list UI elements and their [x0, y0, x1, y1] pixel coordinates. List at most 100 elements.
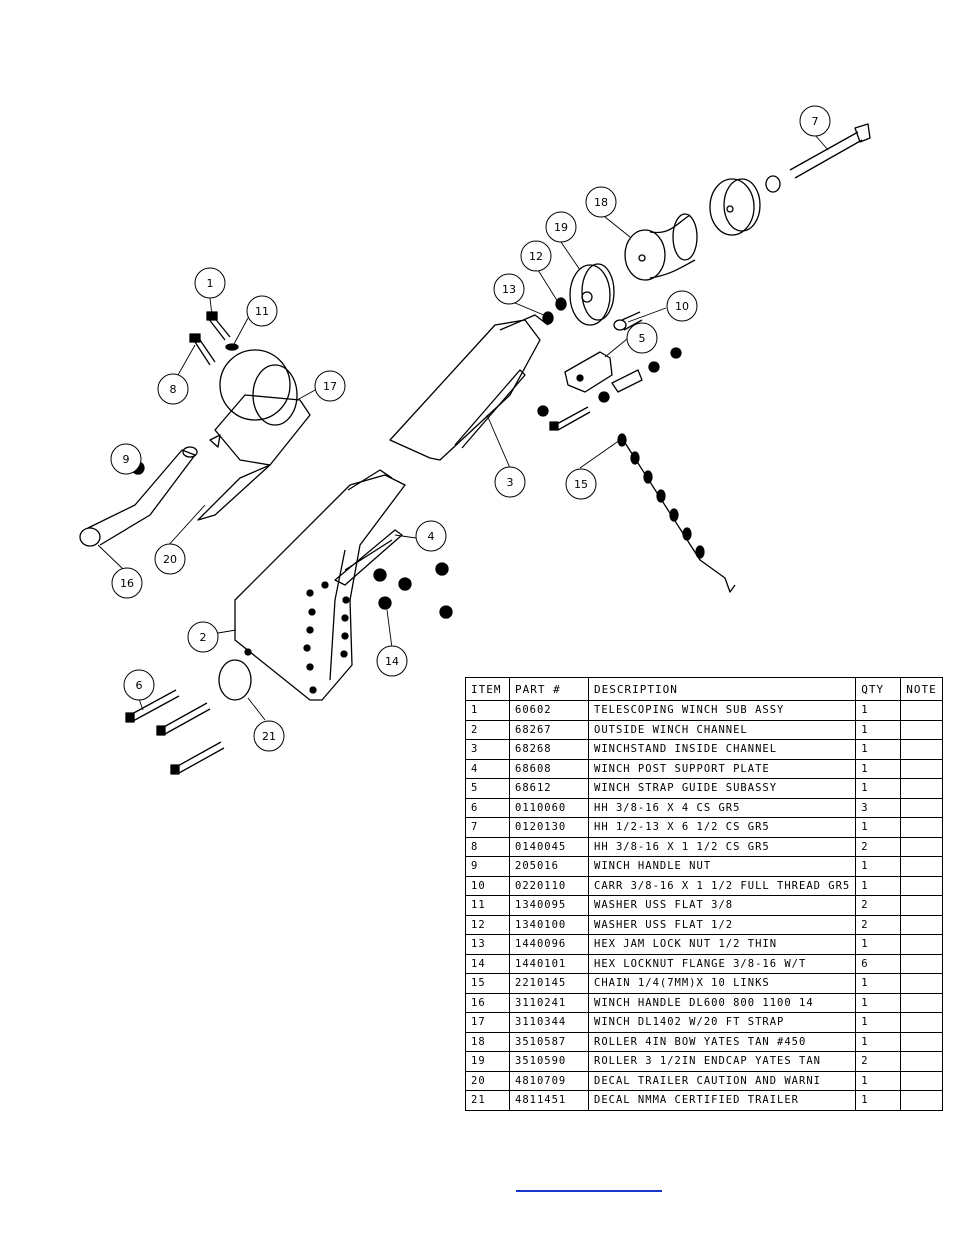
bom-cell-qty: 1 [855, 739, 902, 760]
bom-cell-description: WINCH POST SUPPORT PLATE [587, 758, 857, 779]
bom-cell-note [900, 817, 943, 838]
bom-cell-description: HH 3/8-16 X 1 1/2 CS GR5 [587, 836, 857, 857]
bom-cell-qty: 1 [855, 778, 902, 799]
callout-7: 7 [799, 105, 831, 137]
locknut-a-part [648, 361, 660, 373]
bom-cell-qty: 3 [855, 797, 902, 818]
bom-cell-qty: 1 [855, 1012, 902, 1033]
locknuts-item-14-part [373, 562, 453, 619]
bom-cell-item: 17 [465, 1012, 510, 1033]
bom-cell-item: 18 [465, 1031, 510, 1052]
callout-13: 13 [493, 273, 525, 305]
bom-cell-note [900, 1070, 943, 1091]
bom-cell-item: 11 [465, 895, 510, 916]
callout-9: 9 [110, 443, 142, 475]
bom-cell-note [900, 953, 943, 974]
roller-endcap-item-19-part [569, 263, 615, 326]
bom-cell-note [900, 797, 943, 818]
svg-text:14: 14 [385, 655, 399, 668]
callout-8: 8 [157, 373, 189, 405]
long-bolt-item-7-part [789, 123, 871, 179]
bom-cell-description: HEX JAM LOCK NUT 1/2 THIN [587, 934, 857, 955]
bom-cell-item: 6 [465, 797, 510, 818]
svg-text:16: 16 [120, 577, 134, 590]
bom-cell-part-number: 1440101 [509, 953, 589, 974]
bom-cell-item: 5 [465, 778, 510, 799]
bom-header-row: ITEM PART # DESCRIPTION QTY NOTE [465, 677, 943, 701]
bom-header-part-number: PART # [509, 677, 589, 701]
bom-cell-part-number: 68267 [509, 719, 589, 740]
bom-cell-description: HH 1/2-13 X 6 1/2 CS GR5 [587, 817, 857, 838]
bom-cell-description: CARR 3/8-16 X 1 1/2 FULL THREAD GR5 [587, 875, 857, 896]
bom-cell-part-number: 0220110 [509, 875, 589, 896]
bom-cell-description: HEX LOCKNUT FLANGE 3/8-16 W/T [587, 953, 857, 974]
svg-text:2: 2 [200, 631, 207, 644]
bom-cell-note [900, 914, 943, 935]
bom-cell-part-number: 0110060 [509, 797, 589, 818]
bom-cell-description: WINCH HANDLE DL600 800 1100 14 [587, 992, 857, 1013]
bom-header-item: ITEM [465, 677, 510, 701]
bom-cell-note [900, 992, 943, 1013]
bom-cell-part-number: 3110241 [509, 992, 589, 1013]
bom-cell-qty: 1 [855, 856, 902, 877]
bom-cell-item: 2 [465, 719, 510, 740]
callout-balloons: 1 2 3 4 5 6 7 8 9 10 11 12 13 14 15 16 1… [110, 105, 831, 752]
bom-cell-part-number: 1440096 [509, 934, 589, 955]
callout-11: 11 [246, 295, 278, 327]
carriage-bolt-item-10-part [613, 311, 643, 331]
callout-3: 3 [494, 466, 526, 498]
bom-cell-description: ROLLER 3 1/2IN ENDCAP YATES TAN [587, 1051, 857, 1072]
callout-20: 20 [154, 543, 186, 575]
bom-cell-description: HH 3/8-16 X 4 CS GR5 [587, 797, 857, 818]
bom-cell-qty: 1 [855, 758, 902, 779]
decal-nmma-item-21-part [218, 659, 252, 701]
bom-cell-part-number: 0120130 [509, 817, 589, 838]
svg-text:21: 21 [262, 730, 276, 743]
bom-cell-note [900, 1090, 943, 1111]
bom-cell-part-number: 3110344 [509, 1012, 589, 1033]
callout-4: 4 [415, 520, 447, 552]
callout-1: 1 [194, 267, 226, 299]
bom-cell-description: WASHER USS FLAT 3/8 [587, 895, 857, 916]
svg-text:13: 13 [502, 283, 516, 296]
bom-cell-qty: 2 [855, 836, 902, 857]
bom-cell-qty: 2 [855, 1051, 902, 1072]
bom-cell-note [900, 856, 943, 877]
bom-cell-item: 9 [465, 856, 510, 877]
bom-header-note: NOTE [900, 677, 943, 701]
footer-link-underline[interactable] [516, 1190, 662, 1192]
bom-cell-qty: 1 [855, 934, 902, 955]
svg-text:6: 6 [136, 679, 143, 692]
bom-cell-item: 19 [465, 1051, 510, 1072]
bom-cell-description: OUTSIDE WINCH CHANNEL [587, 719, 857, 740]
callout-19: 19 [545, 211, 577, 243]
bom-cell-note [900, 1012, 943, 1033]
svg-text:18: 18 [594, 196, 608, 209]
bom-cell-part-number: 60602 [509, 700, 589, 721]
bom-cell-description: DECAL NMMA CERTIFIED TRAILER [587, 1090, 857, 1111]
bom-cell-item: 8 [465, 836, 510, 857]
bom-cell-item: 4 [465, 758, 510, 779]
winch-part [209, 349, 311, 466]
washer-item-11-part [225, 343, 239, 351]
locknut-b-part [670, 347, 682, 359]
bom-cell-qty: 1 [855, 1031, 902, 1052]
bom-cell-part-number: 68612 [509, 778, 589, 799]
bom-cell-part-number: 1340095 [509, 895, 589, 916]
svg-text:11: 11 [255, 305, 269, 318]
svg-text:5: 5 [639, 332, 646, 345]
bom-cell-description: ROLLER 4IN BOW YATES TAN #450 [587, 1031, 857, 1052]
winch-handle-part [79, 446, 198, 547]
